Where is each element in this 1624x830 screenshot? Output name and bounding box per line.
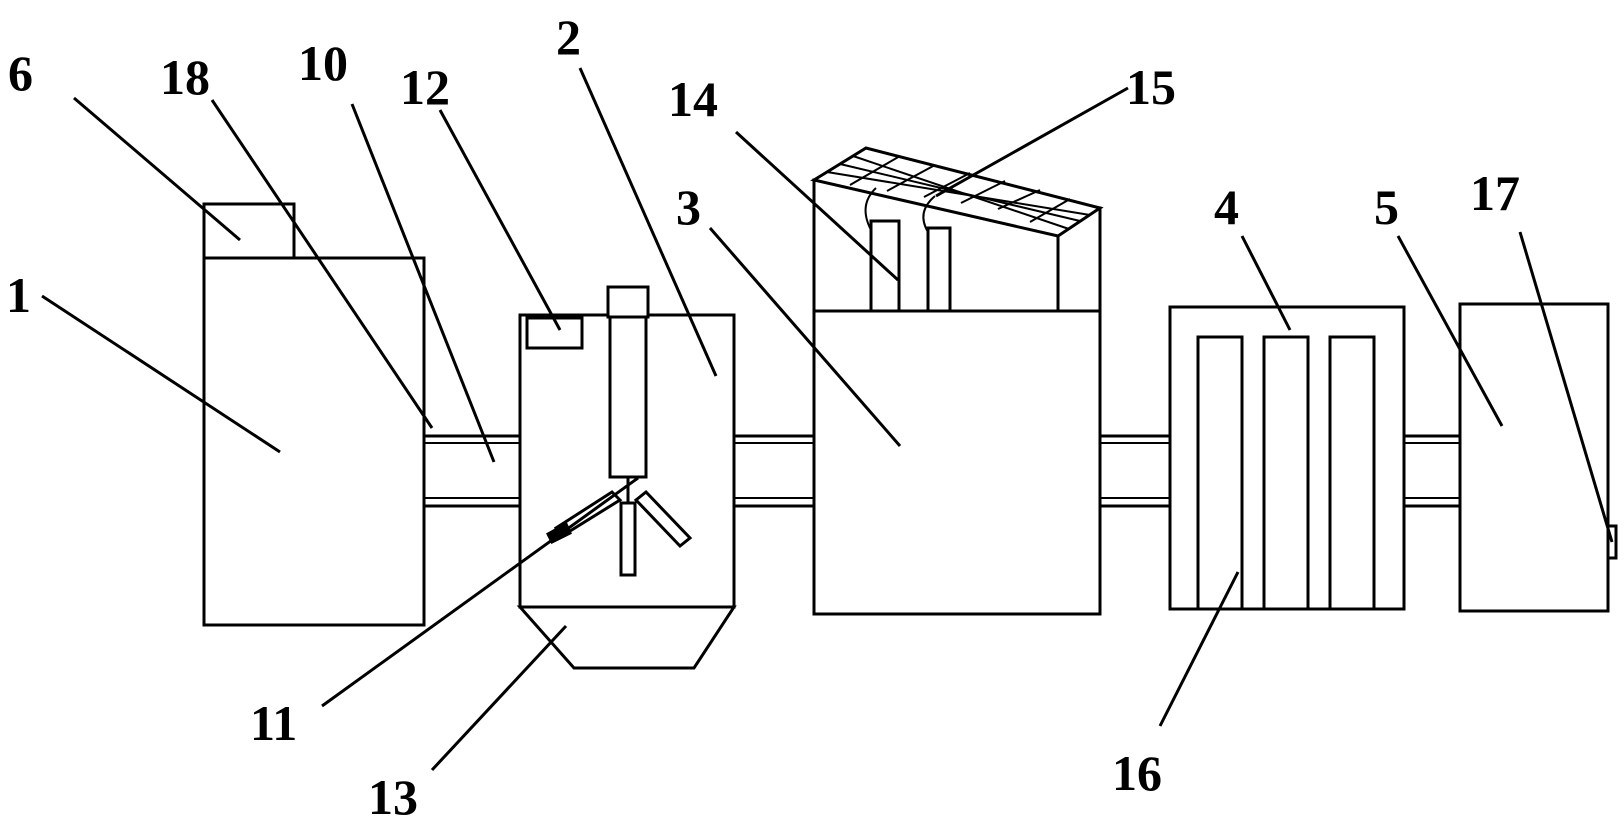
leader-15 — [935, 86, 1129, 198]
unit-3-body — [812, 309, 1102, 616]
label-13: 13 — [368, 769, 418, 825]
stirrer-motor — [606, 285, 650, 319]
leader-2 — [578, 67, 718, 377]
pipe-3-4 — [1098, 434, 1172, 508]
label-2: 2 — [556, 9, 581, 65]
label-3: 3 — [676, 179, 701, 235]
unit-2 — [516, 285, 737, 670]
pipe-10 — [418, 434, 522, 508]
unit-1-body — [202, 256, 426, 627]
leader-18 — [210, 99, 434, 429]
unit-1 — [202, 202, 426, 627]
tube-14-right-hook — [922, 195, 936, 233]
tube-14-right — [926, 226, 952, 313]
label-11: 11 — [250, 695, 297, 751]
label-10: 10 — [298, 35, 348, 91]
component-6-box — [202, 202, 296, 260]
leader-14 — [734, 130, 900, 282]
leader-17 — [1518, 231, 1614, 543]
leader-12 — [438, 109, 562, 331]
label-16: 16 — [1112, 745, 1162, 801]
grid-row-3 — [852, 155, 1070, 230]
leader-5 — [1396, 235, 1504, 427]
solar-grid — [826, 155, 1091, 230]
pipe-4-5 — [1402, 434, 1462, 508]
filter-plate-3 — [1328, 335, 1376, 611]
unit-3 — [810, 146, 1104, 616]
label-14: 14 — [668, 71, 718, 127]
unit-4 — [1168, 305, 1406, 611]
grid-row-1 — [826, 171, 1091, 216]
stirrer-blade-right — [633, 489, 693, 549]
leader-1 — [41, 294, 281, 454]
label-5: 5 — [1374, 179, 1399, 235]
leader-6 — [73, 96, 241, 242]
leader-3 — [708, 227, 902, 447]
tube-14-left-hook — [864, 187, 877, 231]
grid-col-3 — [923, 172, 971, 198]
unit-5 — [1458, 302, 1618, 613]
label-15: 15 — [1126, 59, 1176, 115]
label-4: 4 — [1214, 179, 1239, 235]
label-12: 12 — [400, 59, 450, 115]
grid-col-5 — [997, 189, 1041, 210]
leader-13 — [430, 624, 568, 772]
filter-plate-1 — [1196, 335, 1244, 611]
grid-col-6 — [1029, 198, 1071, 223]
filter-plate-2 — [1262, 335, 1310, 611]
unit-5-body — [1458, 302, 1610, 613]
label-6: 6 — [8, 45, 33, 101]
stirrer-shaft — [608, 315, 648, 479]
tube-14-left — [869, 219, 901, 313]
connecting-pipes — [418, 434, 1462, 508]
leader-10 — [350, 103, 496, 463]
label-17: 17 — [1470, 165, 1520, 221]
reference-numerals: 1 6 18 10 12 2 14 15 3 4 5 17 11 13 16 — [6, 9, 1520, 825]
leader-11 — [321, 476, 639, 708]
label-1: 1 — [6, 267, 31, 323]
leader-lines — [41, 67, 1614, 772]
stirrer-blade-down — [619, 501, 637, 577]
hopper-13 — [516, 605, 737, 670]
grid-col-1 — [849, 155, 901, 186]
pipe-2-3 — [732, 434, 816, 508]
leader-4 — [1240, 235, 1292, 331]
grid-col-4 — [960, 180, 1006, 204]
grid-col-2 — [886, 164, 936, 192]
leader-16 — [1158, 571, 1240, 727]
label-18: 18 — [160, 49, 210, 105]
